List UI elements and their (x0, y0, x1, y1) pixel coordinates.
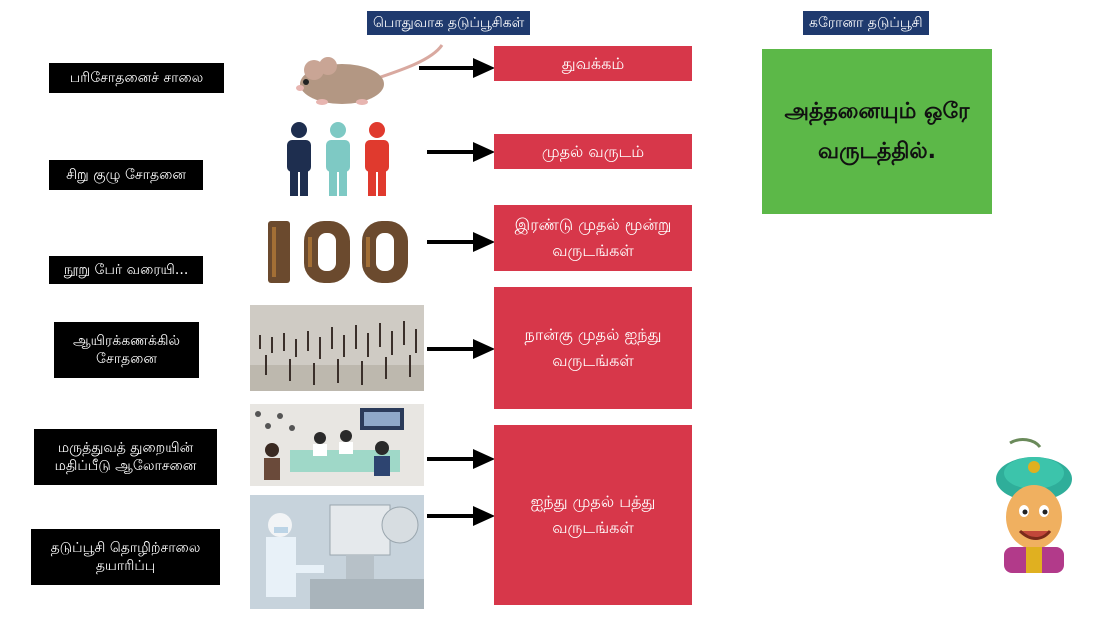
header-corona-vaccine: கரோனா தடுப்பூசி (803, 11, 929, 35)
duration-box-first-year: முதல் வருடம் (494, 134, 692, 169)
stage-label-hundred-people: நூறு பேர் வரையி... (49, 256, 203, 284)
arrow-right-icon (427, 506, 495, 526)
header-general-vaccines: பொதுவாக தடுப்பூசிகள் (367, 11, 531, 35)
duration-box-four-five-years: நான்கு முதல் ஐந்து வருடங்கள் (494, 287, 692, 409)
corona-duration-box: அத்தனையும் ஒரே வருடத்தில். (762, 49, 992, 214)
stage-label-lab: பரிசோதனைச் சாலை (49, 63, 224, 93)
factory-photo (250, 495, 424, 609)
arrow-right-icon (427, 142, 495, 162)
duration-box-two-three-years: இரண்டு முதல் மூன்று வருடங்கள் (494, 205, 692, 271)
people-icon (287, 122, 389, 196)
stage-label-factory-production: தடுப்பூசி தொழிற்சாலை தயாரிப்பு (31, 529, 220, 585)
stage-label-small-group: சிறு குழு சோதனை (49, 160, 203, 190)
stage-label-medical-review: மருத்துவத் துறையின் மதிப்பீடு ஆலோசனை (34, 429, 217, 485)
arrow-right-icon (419, 58, 495, 78)
duration-box-five-ten-years: ஐந்து முதல் பத்து வருடங்கள் (494, 425, 692, 605)
mouse-illustration (296, 44, 444, 105)
stage-label-thousands-test: ஆயிரக்கணக்கில் சோதனை (54, 322, 199, 378)
meeting-photo (250, 404, 424, 486)
arrow-right-icon (427, 232, 495, 252)
crowd-photo (250, 305, 424, 391)
cartoon-character (996, 438, 1072, 573)
arrow-right-icon (427, 339, 495, 359)
duration-box-start: துவக்கம் (494, 46, 692, 81)
arrow-right-icon (427, 449, 495, 469)
crowd-100-icon (268, 221, 408, 283)
